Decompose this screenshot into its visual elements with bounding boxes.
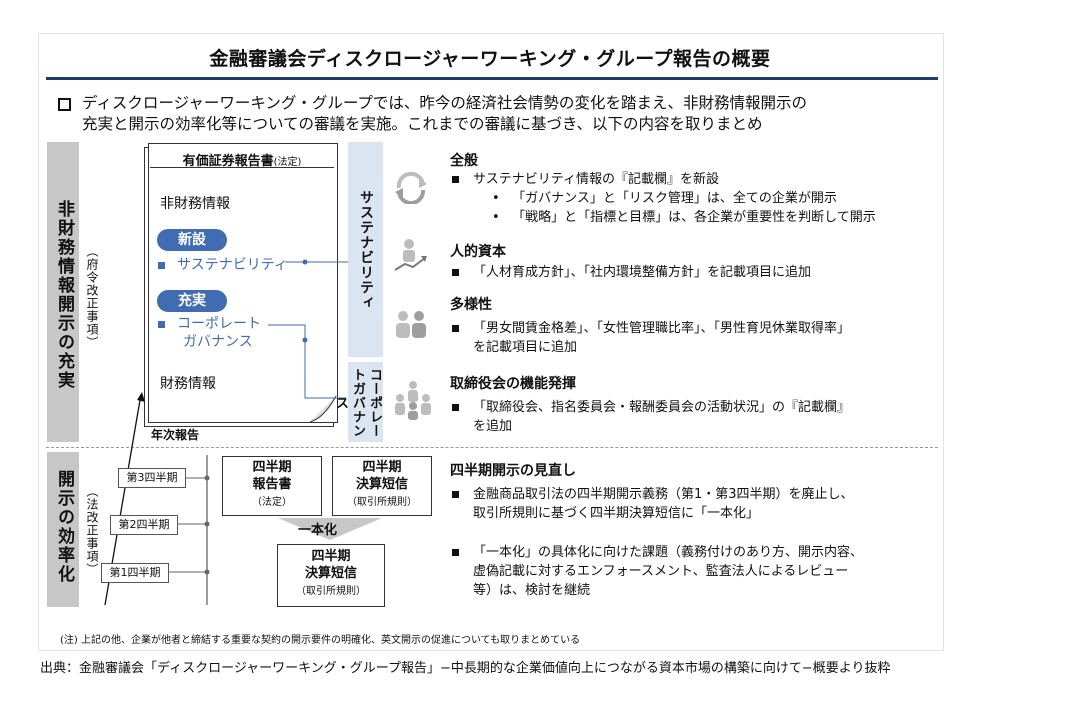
new-pill: 新設 <box>157 229 227 251</box>
source-caption: 出典：金融審議会「ディスクロージャーワーキング・グループ報告」−中長期的な企業価… <box>40 661 891 676</box>
recycle-arrows-icon <box>395 171 427 204</box>
quarterly-tanshin-line-2: 決算短信 <box>355 477 408 492</box>
quarterly-heading: 四半期開示の見直し <box>450 463 576 479</box>
intro-line-1: ディスクロージャーワーキング・グループでは、昨今の経済社会情勢の変化を踏まえ、非… <box>82 94 807 112</box>
quarterly-report-line-2: 報告書 <box>252 477 292 492</box>
annual-report-label: 年次報告 <box>151 428 200 442</box>
quarterly-item-2: 「一本化」の具体化に向けた課題（義務付けのあり方、開示内容、 <box>452 543 863 562</box>
quarterly-tanshin-note: （取引所規則） <box>347 497 417 508</box>
band-efficiency-note: （法改正事項） <box>85 485 99 576</box>
board-meeting-icon <box>395 381 431 420</box>
band-nonfinancial <box>47 142 79 442</box>
board-item-text-1: 「取締役会、指名委員会・報酬委員会の活動状況」の『記載欄』 <box>473 400 851 415</box>
footnote: (注) 上記の他、企業が他者と締結する重要な契約の開示要件の明確化、英文開示の促… <box>60 635 581 646</box>
quarterly-tanshin-line-1: 四半期 <box>362 460 402 475</box>
unified-tanshin-note: （取引所規則） <box>296 586 366 597</box>
human-capital-item-text: 「人材育成方針」、「社内環境整備方針」を記載項目に追加 <box>473 265 812 280</box>
band-nonfinancial-note: （府令改正事項） <box>85 245 99 349</box>
diversity-item-text-2: を記載項目に追加 <box>473 340 578 355</box>
sustainability-item: サステナビリティ <box>158 254 288 274</box>
general-item: サステナビリティ情報の『記載欄』を新設 <box>452 170 719 189</box>
governance-vertical-box: コーポレートガバナンス <box>333 362 383 442</box>
report-title-note: (法定) <box>273 157 302 168</box>
board-item: 「取締役会、指名委員会・報酬委員会の活動状況」の『記載欄』 <box>452 398 850 417</box>
human-capital-item: 「人材育成方針」、「社内環境整備方針」を記載項目に追加 <box>452 263 811 282</box>
bullet-square-icon <box>158 320 165 328</box>
governance-label-2: ガバナンス <box>183 334 253 350</box>
unified-tanshin-line-2: 決算短信 <box>304 566 357 581</box>
step-q1: 第1四半期 <box>101 563 169 583</box>
band-nonfinancial-label: 非財務情報開示の充実 <box>54 200 74 390</box>
intro-square-icon <box>58 98 71 111</box>
nonfinancial-label: 非財務情報 <box>160 196 230 212</box>
sustainability-vertical-box: サステナビリティ <box>348 142 383 357</box>
diversity-item: 「男女間賃金格差」、「女性管理職比率」、「男性育児休業取得率」 <box>452 319 850 338</box>
quarterly-tanshin-box: 四半期 決算短信 （取引所規則） <box>332 456 432 516</box>
page-title: 金融審議会ディスクロージャーワーキング・グループ報告の概要 <box>209 48 771 70</box>
bullet-square-icon <box>452 491 459 498</box>
general-item-text: サステナビリティ情報の『記載欄』を新設 <box>473 172 719 187</box>
diverse-people-icon <box>396 311 426 338</box>
diversity-item-text-1: 「男女間賃金格差」、「女性管理職比率」、「男性育児休業取得率」 <box>473 321 851 336</box>
quarterly-item-2a: 「一本化」の具体化に向けた課題（義務付けのあり方、開示内容、 <box>473 545 864 560</box>
report-document <box>148 143 338 423</box>
general-sub-1: • 「ガバナンス」と「リスク管理」は、全ての企業が開示 <box>492 191 837 206</box>
report-title-text: 有価証券報告書 <box>182 154 274 169</box>
quarterly-item-1a: 金融商品取引法の四半期開示義務（第1・第3四半期）を廃止し、 <box>473 487 854 502</box>
enhance-pill: 充実 <box>157 290 227 312</box>
bullet-square-icon <box>452 176 459 183</box>
unified-label: 一本化 <box>298 523 338 538</box>
human-capital-heading: 人的資本 <box>450 244 506 260</box>
unified-tanshin-box: 四半期 決算短信 （取引所規則） <box>277 544 385 607</box>
page-curl-icon <box>310 396 337 423</box>
board-item-text-2: を追加 <box>473 419 513 434</box>
quarterly-report-line-1: 四半期 <box>252 460 292 475</box>
report-document-title: 有価証券報告書(法定) <box>150 150 334 169</box>
general-sub-1-text: 「ガバナンス」と「リスク管理」は、全ての企業が開示 <box>512 191 837 206</box>
band-efficiency <box>47 452 79 607</box>
governance-line-1: コーポレート <box>158 315 261 333</box>
sustainability-item-label: サステナビリティ <box>177 257 288 273</box>
financial-label: 財務情報 <box>160 376 216 392</box>
bullet-square-icon <box>452 549 459 556</box>
band-efficiency-label: 開示の効率化 <box>54 470 74 584</box>
quarterly-item-1b: 取引所規則に基づく四半期決算短信に「一本化」 <box>473 506 760 521</box>
person-growth-icon <box>394 239 427 271</box>
bullet-square-icon <box>452 325 459 332</box>
governance-label-1: コーポレート <box>177 316 261 332</box>
unified-tanshin-line-1: 四半期 <box>311 549 351 564</box>
board-heading: 取締役会の機能発揮 <box>450 376 576 392</box>
general-heading: 全般 <box>450 153 478 169</box>
quarterly-item-2b: 虚偽記載に対するエンフォースメント、監査法人によるレビュー <box>473 564 849 579</box>
general-sub-2-text: 「戦略」と「指標と目標」は、各企業が重要性を判断して開示 <box>512 210 876 225</box>
quarterly-item-2c: 等）は、検討を継続 <box>473 583 591 598</box>
step-q2: 第2四半期 <box>110 515 178 535</box>
bullet-square-icon <box>452 269 459 276</box>
quarterly-report-note: （法定） <box>252 497 292 508</box>
bullet-square-icon <box>452 404 459 411</box>
intro-line-2: 充実と開示の効率化等についての審議を実施。これまでの審議に基づき、以下の内容を取… <box>82 115 763 133</box>
report-title-rule <box>150 167 334 168</box>
title-rule <box>46 77 938 80</box>
quarterly-report-box: 四半期 報告書 （法定） <box>222 456 322 516</box>
governance-item: コーポレート ガバナンス <box>158 315 261 351</box>
bullet-square-icon <box>158 261 165 269</box>
step-q3: 第3四半期 <box>118 468 186 488</box>
diversity-heading: 多様性 <box>450 297 492 313</box>
section-divider <box>46 447 938 448</box>
general-sub-2: • 「戦略」と「指標と目標」は、各企業が重要性を判断して開示 <box>492 210 876 225</box>
intro-text: ディスクロージャーワーキング・グループでは、昨今の経済社会情勢の変化を踏まえ、非… <box>82 93 932 135</box>
quarterly-item-1: 金融商品取引法の四半期開示義務（第1・第3四半期）を廃止し、 <box>452 485 854 504</box>
